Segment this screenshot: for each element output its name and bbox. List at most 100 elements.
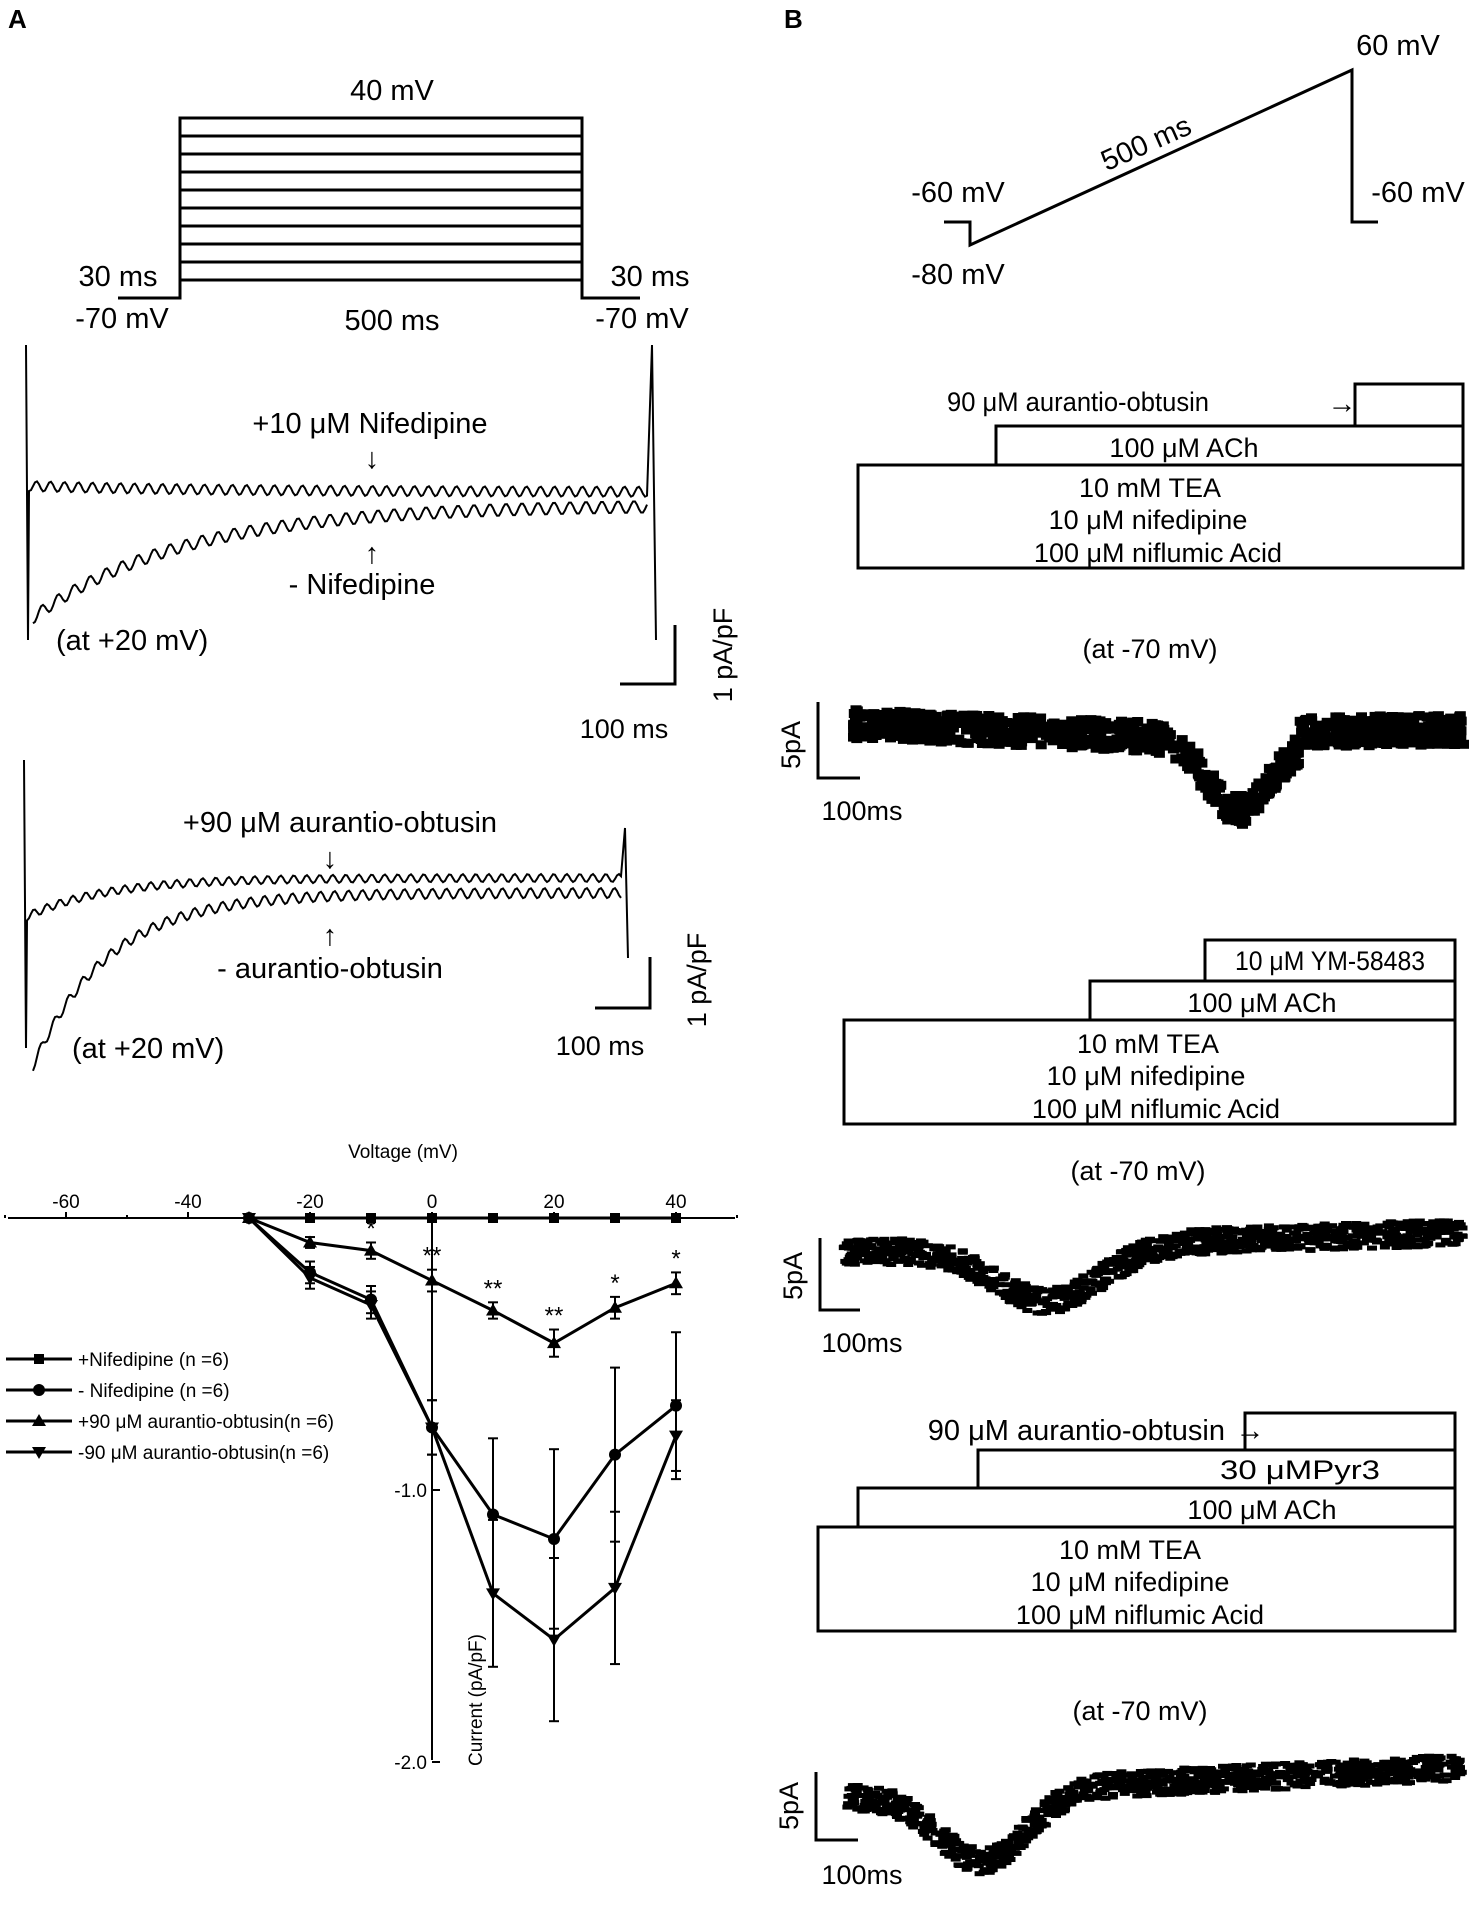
trace-point (1061, 1284, 1072, 1290)
trace-point (1141, 1793, 1152, 1799)
trace-point (1159, 1249, 1170, 1255)
trace-point (1357, 732, 1369, 742)
trace-point (1151, 738, 1162, 748)
trace-point (1222, 1225, 1232, 1231)
trace-point (1413, 1774, 1424, 1780)
ramp-protocol: 60 mV 500 ms -60 mV -80 mV -60 mV (911, 30, 1465, 291)
trace-point (844, 1261, 855, 1267)
trace-point (894, 707, 906, 717)
block1-base2: 10 μM nifedipine (1049, 505, 1248, 535)
trace1-arrow-down: ↓ (365, 443, 380, 475)
trace-point (1039, 1821, 1050, 1827)
trace-point (1457, 1233, 1468, 1239)
trace-point (1186, 1231, 1197, 1237)
trace-point (1064, 725, 1076, 735)
trace-point (1315, 1224, 1326, 1230)
trace1-label-bottom: - Nifedipine (289, 569, 436, 601)
block2-ach-label: 100 μM ACh (1187, 988, 1336, 1018)
trace-point (947, 722, 959, 731)
significance-star: * (366, 1215, 375, 1242)
trace-point (979, 1266, 990, 1272)
trace-point (1430, 1777, 1441, 1783)
trace-point (964, 1271, 975, 1277)
trace-point (962, 1260, 973, 1266)
trace-point (1120, 1270, 1131, 1276)
trace-point (1285, 1224, 1296, 1230)
trace-point (1048, 1301, 1058, 1307)
trace-point (1164, 1786, 1174, 1792)
trace-point (1076, 730, 1088, 740)
trace-point (1122, 739, 1134, 749)
trace-point (1216, 1234, 1227, 1240)
trace-point (1347, 739, 1358, 749)
trace-point (1371, 720, 1383, 730)
trace-point (937, 1843, 948, 1849)
data-point (427, 1213, 437, 1223)
trace-point (1263, 786, 1275, 796)
trace-point (1100, 1778, 1111, 1784)
data-point (303, 1235, 317, 1248)
trace-point (1206, 1767, 1217, 1773)
trace-point (1150, 1775, 1161, 1780)
trace-point (1287, 1774, 1298, 1780)
trace-point (1025, 1286, 1036, 1292)
block2-base2: 10 μM nifedipine (1047, 1061, 1246, 1091)
trace-point (1174, 1777, 1185, 1783)
trace-point (862, 1259, 873, 1265)
data-point (610, 1213, 620, 1223)
trace-point (1157, 1778, 1168, 1784)
trace-point (1319, 1221, 1330, 1227)
trace-point (1445, 1759, 1456, 1765)
trace-point (874, 1785, 884, 1791)
x-tick-label: -20 (296, 1192, 323, 1213)
trace-point (1447, 1764, 1457, 1770)
trace-point (1121, 1252, 1132, 1258)
trace-point (1287, 754, 1299, 764)
trace-point (1315, 1770, 1326, 1776)
trace-point (1365, 1766, 1376, 1772)
trace-point (888, 1255, 899, 1261)
trace-point (1402, 718, 1414, 728)
trace-point (1190, 1249, 1201, 1255)
trace-point (1347, 732, 1359, 742)
trace-point (1025, 712, 1037, 722)
trace-point (1168, 1251, 1179, 1257)
trace-point (925, 710, 937, 720)
trace1-scale-x: 100 ms (580, 714, 669, 744)
trace-point (1367, 1245, 1377, 1251)
trace-point (946, 1256, 957, 1262)
significance-stars: ********** (305, 1210, 680, 1329)
trace-point (973, 1863, 984, 1869)
series-layer (242, 1211, 683, 1723)
trace-point (853, 731, 865, 741)
trace-point (1342, 1235, 1353, 1241)
trace-point (936, 725, 948, 735)
trace-point (971, 1271, 982, 1277)
trace-point (1138, 1774, 1149, 1780)
trace-point (1116, 1769, 1127, 1775)
trace-point (986, 1287, 997, 1293)
trace-point (1341, 736, 1353, 746)
trace-point (989, 1280, 999, 1286)
trace-point (1210, 786, 1221, 796)
trace-point (1279, 758, 1291, 768)
current-trace-2 (838, 1218, 1468, 1316)
ramp-trough: -80 mV (911, 259, 1005, 291)
trace-point (1397, 1772, 1408, 1778)
trace-point (1400, 712, 1412, 722)
block1-arrow: → (1328, 388, 1357, 420)
trace-point (1432, 1759, 1443, 1765)
trace-point (853, 1241, 864, 1247)
trace-point (1154, 1245, 1165, 1251)
data-point (366, 1213, 376, 1223)
trace-point (1371, 1781, 1382, 1786)
scale1-x: 100ms (821, 796, 902, 826)
trace-point (863, 1790, 874, 1796)
trace-point (1025, 717, 1037, 727)
trace-point (1356, 717, 1368, 727)
trace-point (1066, 743, 1078, 753)
data-point (609, 1448, 621, 1461)
trace-point (961, 738, 973, 748)
y-axis-label: Current (pA/pF) (466, 1634, 487, 1766)
trace-point (932, 1251, 943, 1257)
